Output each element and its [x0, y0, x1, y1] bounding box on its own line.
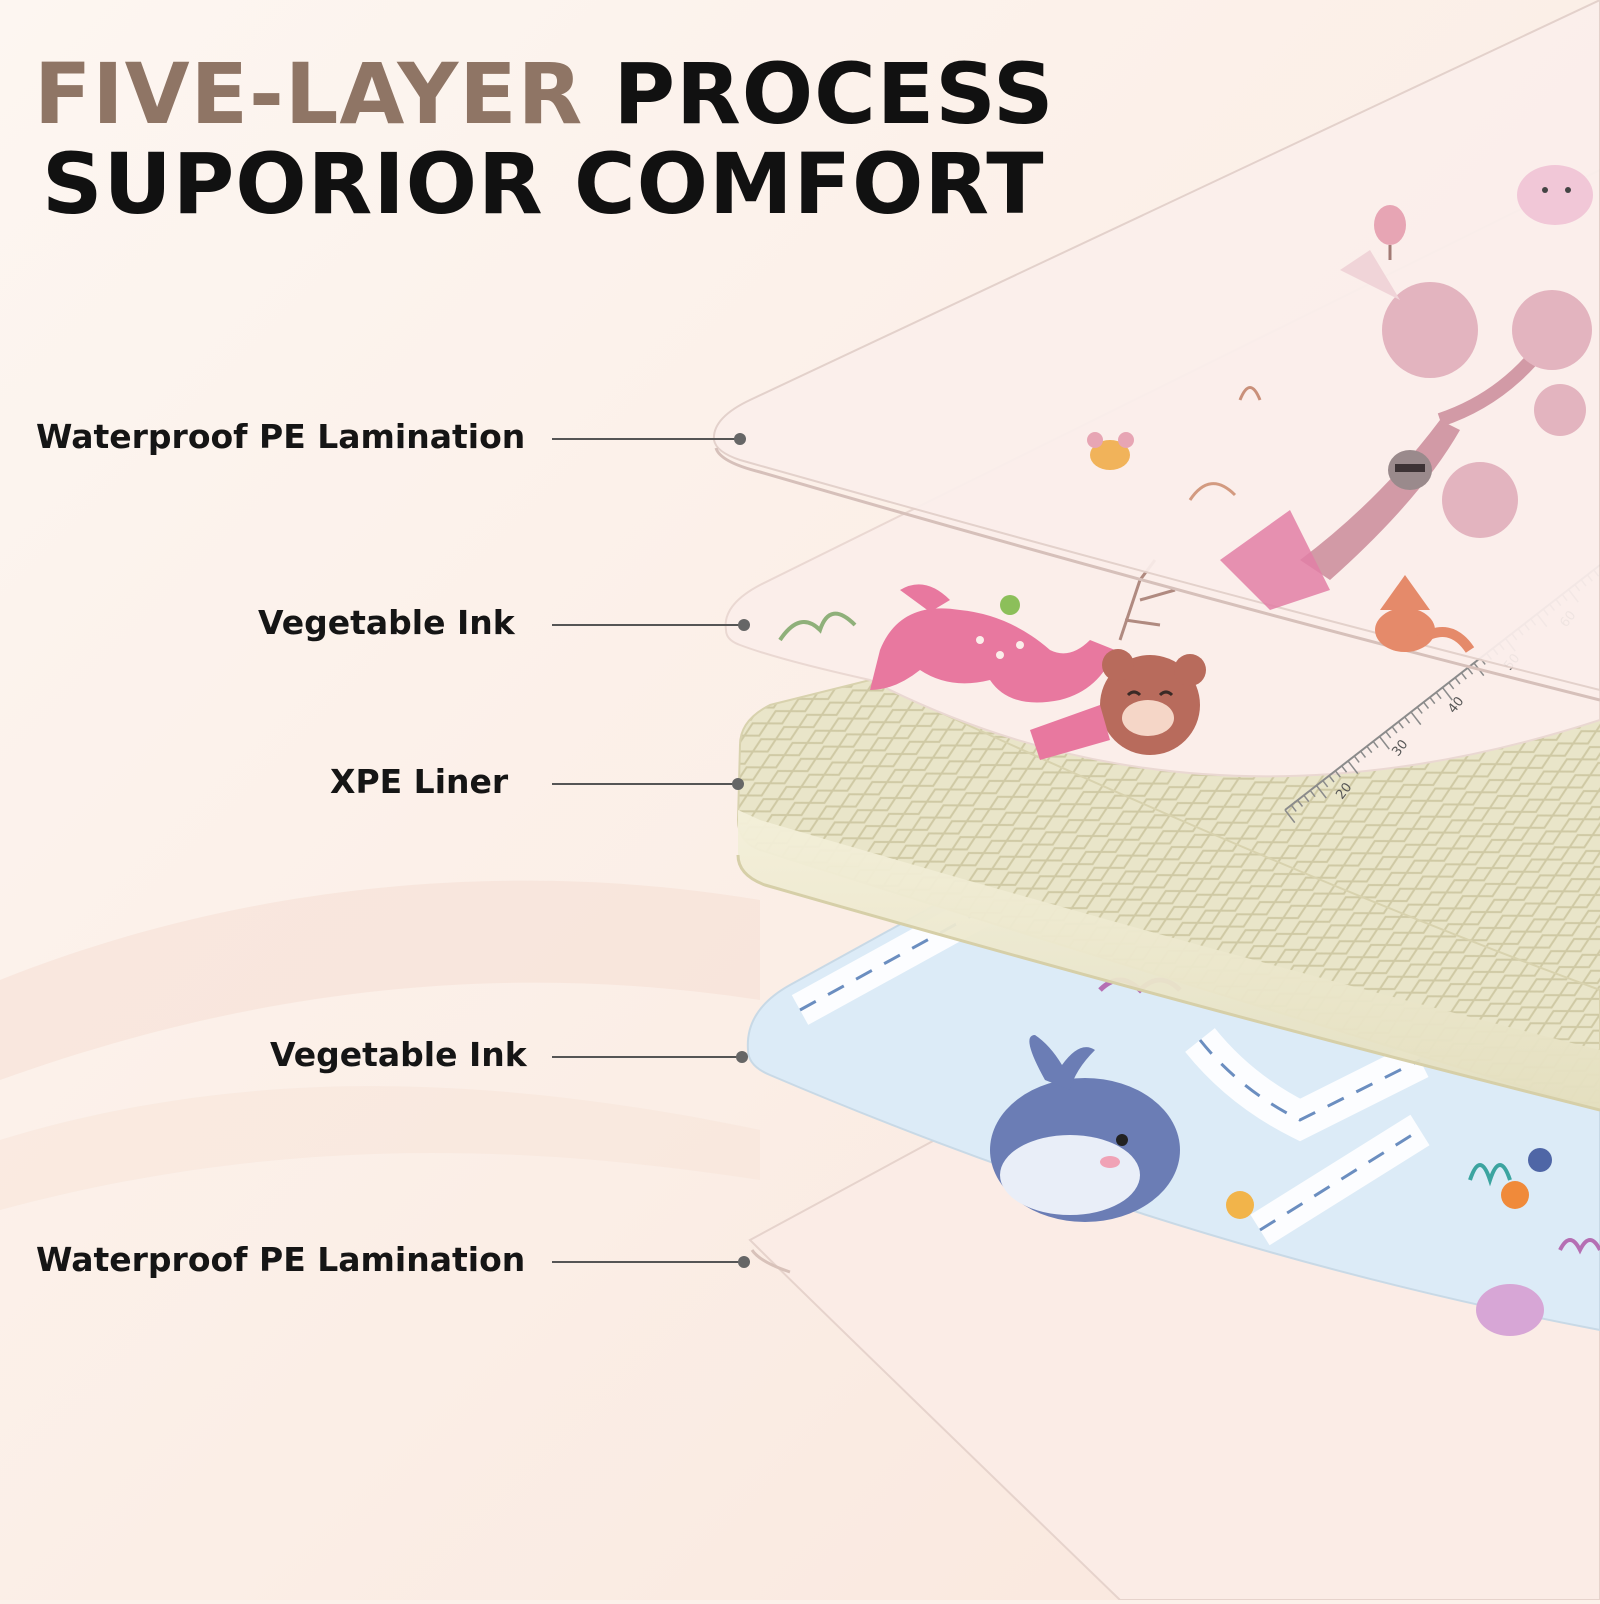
ruler-tick — [1284, 809, 1296, 824]
ruler-tick — [1391, 726, 1398, 734]
bear-graphic — [1030, 649, 1206, 760]
raccoon-graphic — [1388, 450, 1432, 490]
layer-label-bottom-ink: Vegetable Ink — [270, 1035, 527, 1074]
ruler-tick — [1334, 770, 1341, 778]
bee-graphic — [1087, 432, 1134, 470]
leader-dot-4 — [736, 1051, 748, 1063]
cloud-creature-graphic — [1517, 165, 1593, 225]
ruler-tick — [1322, 780, 1329, 788]
layer-label-top-lamination: Waterproof PE Lamination — [36, 417, 526, 456]
ruler-tick — [1441, 687, 1453, 701]
leader-lines — [552, 433, 750, 1268]
background-swoosh — [0, 880, 760, 1080]
ruler-tick — [1290, 804, 1297, 812]
ruler-tick — [1315, 785, 1327, 799]
ruler-tick — [1353, 755, 1360, 763]
ruler-tick — [1385, 731, 1392, 739]
ruler-tick — [1423, 701, 1430, 709]
leader-dot-5 — [738, 1256, 750, 1268]
bird-graphic — [1374, 205, 1406, 260]
headline-line-1: FIVE-LAYER PROCESS — [34, 52, 1054, 136]
ruler-tick — [1347, 760, 1359, 775]
ruler-tick — [1360, 750, 1367, 758]
layer-label-top-ink: Vegetable Ink — [258, 603, 515, 642]
ruler-tick — [1378, 736, 1390, 750]
layer-label-bottom-lamination: Waterproof PE Lamination — [36, 1240, 526, 1279]
ruler-tick — [1366, 745, 1373, 754]
headline-rest: PROCESS — [613, 45, 1055, 143]
ruler-tick — [1303, 794, 1310, 803]
ruler-tick — [1460, 672, 1467, 680]
leader-dot-1 — [734, 433, 746, 445]
ruler-tick — [1467, 667, 1474, 675]
fox-graphic — [1375, 575, 1475, 653]
headline-line-2: SUPORIOR COMFORT — [42, 135, 1045, 233]
background-swoosh — [0, 1086, 760, 1210]
ruler-tick — [1297, 799, 1304, 807]
ruler-tick — [1448, 682, 1455, 690]
layer-label-xpe-liner: XPE Liner — [330, 762, 509, 801]
ruler-tick — [1435, 691, 1442, 700]
ruler-tick — [1410, 711, 1422, 726]
ruler-tick — [1397, 721, 1404, 729]
headline-accent: FIVE-LAYER — [34, 45, 584, 143]
ruler-tick — [1429, 696, 1436, 705]
ruler-tick — [1372, 740, 1379, 749]
ruler-tick — [1328, 775, 1335, 783]
leader-dot-3 — [732, 778, 744, 790]
ruler-tick — [1341, 765, 1348, 773]
ruler-tick — [1404, 716, 1411, 724]
ruler-tick — [1416, 706, 1423, 714]
whale-graphic — [990, 1035, 1180, 1222]
top-lamination-sheet — [712, 0, 1600, 702]
ruler-tick — [1454, 677, 1461, 685]
leader-dot-2 — [738, 619, 750, 631]
ruler-tick — [1309, 789, 1316, 798]
